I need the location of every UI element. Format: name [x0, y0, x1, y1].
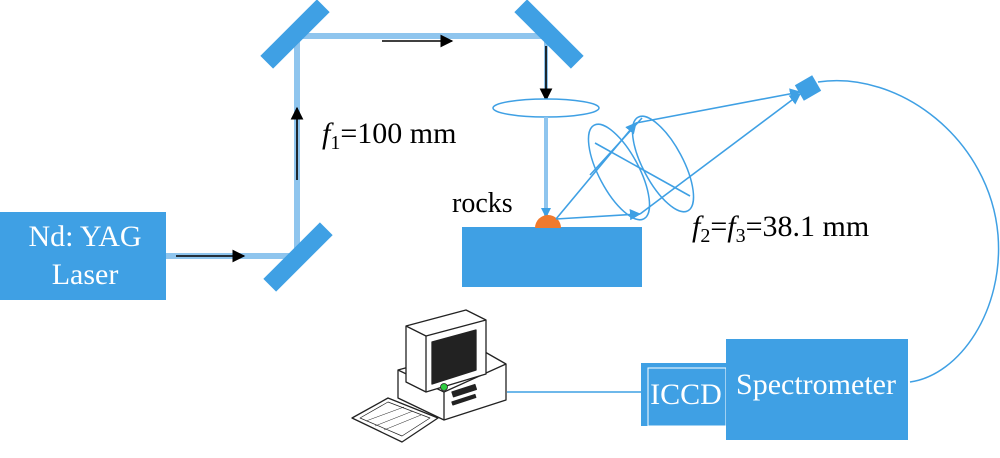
optical-fiber [817, 79, 1000, 383]
monitor-screen [431, 329, 477, 385]
collection-lens-f3 [631, 115, 695, 213]
keyboard-keys [359, 401, 431, 437]
laser-box: Nd: YAG Laser [0, 212, 166, 300]
ray-lower-2 [639, 93, 801, 215]
mirror-bottom [263, 222, 333, 292]
ray-cross-1 [594, 142, 691, 197]
ray-upper-2 [635, 88, 802, 124]
focusing-lens-f1 [492, 98, 600, 118]
laser-label-line1: Nd: YAG [28, 220, 141, 253]
mirror-top-right [514, 0, 584, 69]
lens-f1-label: f1=100 mm [322, 117, 456, 154]
iccd-label: ICCD [650, 378, 722, 411]
laser-label-line2: Laser [52, 258, 119, 291]
sample-stage [462, 227, 642, 287]
spectrometer-label: Spectrometer [736, 368, 896, 401]
rock-sample [535, 215, 561, 228]
iccd-body [647, 367, 727, 427]
spectrometer: Spectrometer [726, 339, 908, 440]
mirror-top-left [260, 0, 330, 69]
rocks-label: rocks [452, 188, 513, 219]
ray-lower-1 [555, 209, 642, 221]
collection-lens-f2 [587, 123, 651, 221]
beam-direction-arrows [176, 34, 553, 263]
computer-icon [351, 309, 507, 443]
focused-beam-arrowhead [541, 208, 551, 218]
lens-f2-f3-label: f2=f3=38.1 mm [692, 210, 869, 247]
power-led [440, 383, 448, 391]
laser-body [0, 212, 166, 300]
iccd-detector: ICCD [641, 363, 727, 427]
fiber-coupler [794, 75, 822, 101]
spectrometer-body [726, 339, 908, 440]
